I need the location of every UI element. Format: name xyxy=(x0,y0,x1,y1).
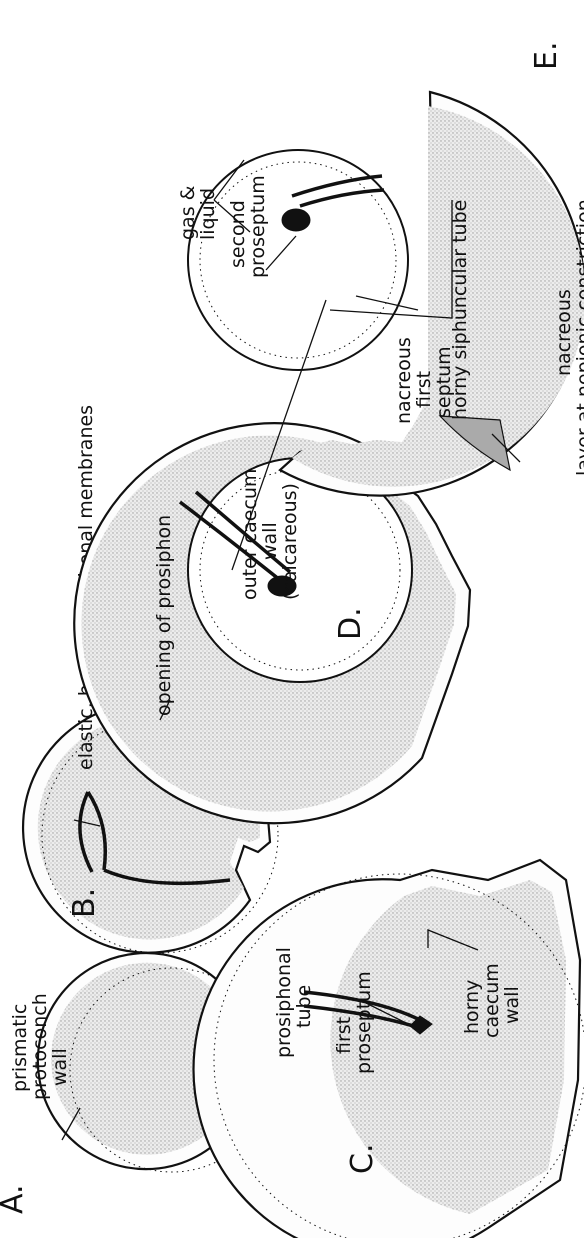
stage-e-letter: E. xyxy=(529,42,564,71)
stage-e-label-group: E. xyxy=(529,42,564,71)
label-gas-and: gas & xyxy=(177,185,199,240)
stage-a-letter: A. xyxy=(0,1184,30,1214)
stage-c-letter: C. xyxy=(345,1144,380,1174)
label-second: second xyxy=(227,200,249,268)
label-wall: wall xyxy=(49,1048,71,1086)
stage-d-label-group: D. xyxy=(333,607,368,640)
label-calcareous: (calcareous) xyxy=(279,483,301,600)
stage-d-letter: D. xyxy=(333,607,368,640)
label-proseptum: proseptum xyxy=(353,971,375,1074)
label-nacreous-layer: nacreous xyxy=(553,289,575,376)
label-septum: septum xyxy=(433,346,455,418)
label-caecum-wall: wall xyxy=(501,986,523,1024)
label-opening-of-prosiphon: opening of prosiphon xyxy=(153,515,175,716)
stage-c-label-group: C. xyxy=(345,1144,380,1174)
label-outer-caecum: outer caecum xyxy=(239,469,261,600)
stage-e-inner-whorl xyxy=(188,150,408,370)
label-caecum: caecum xyxy=(481,963,503,1038)
label-outer-caecum-wall: wall xyxy=(259,522,281,560)
label-prismatic: prismatic xyxy=(9,1004,31,1092)
label-prosiphonal: prosiphonal xyxy=(273,947,295,1058)
label-first: first xyxy=(333,1017,355,1054)
stage-b-label-group: B. xyxy=(67,888,102,918)
opening-prosiphon-label-group: opening of prosiphon xyxy=(153,515,175,716)
label-protoconch: protoconch xyxy=(29,993,51,1100)
stage-b-letter: B. xyxy=(67,888,102,918)
label-nepionic-constriction: layer at nepionic constriction xyxy=(573,199,584,476)
label-first-septum-first: first xyxy=(413,371,435,408)
stage-e-caecum xyxy=(282,209,310,231)
label-liquid: liquid xyxy=(197,188,219,240)
label-second-proseptum: proseptum xyxy=(247,175,269,278)
stage-c-drawing xyxy=(194,860,584,1238)
gas-liquid-label-group: gas & liquid xyxy=(177,185,219,240)
label-nacreous: nacreous xyxy=(393,337,415,424)
stage-a-label-group: A. xyxy=(0,1184,30,1214)
label-horny: horny xyxy=(461,980,483,1034)
label-tube: tube xyxy=(293,985,315,1028)
